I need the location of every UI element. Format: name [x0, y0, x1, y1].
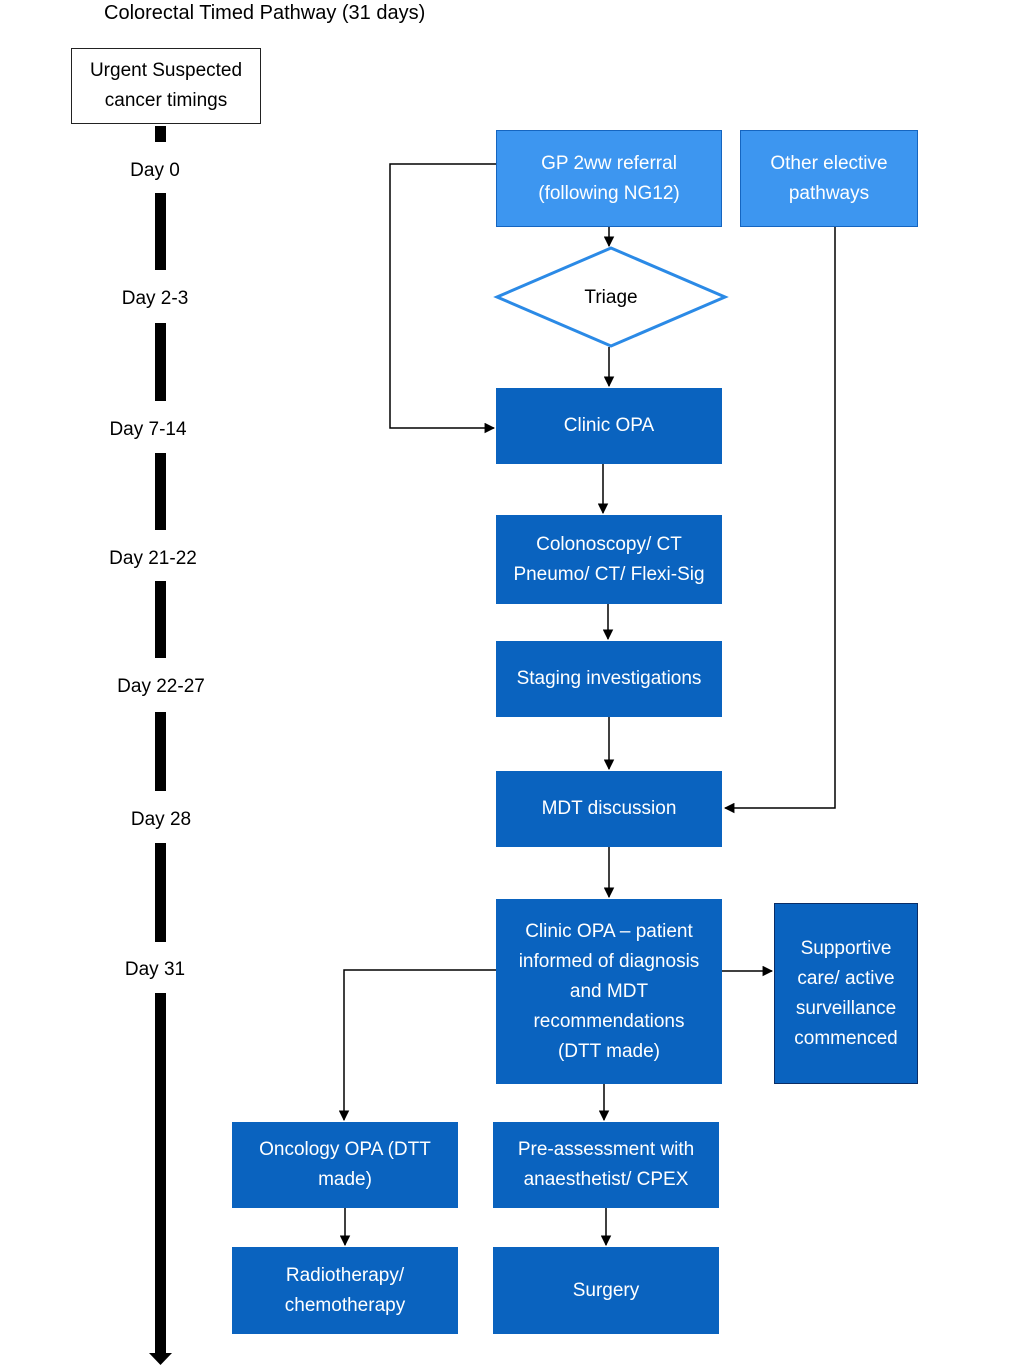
- staging-line: Staging investigations: [516, 668, 702, 689]
- timeline-bar-segment: [155, 712, 166, 791]
- day-label-31: Day 31: [124, 959, 186, 980]
- day-label-7-14: Day 7-14: [109, 419, 187, 440]
- day-label-22-27: Day 22-27: [117, 676, 205, 697]
- timeline-bar-segment: [155, 453, 166, 530]
- triage-label: Triage: [584, 287, 638, 308]
- supportive-care-line: Supportive: [800, 937, 892, 959]
- gp-referral-line: (following NG12): [538, 182, 680, 204]
- day-label-2-3: Day 2-3: [121, 288, 189, 309]
- timeline-bar-segment: [155, 323, 166, 401]
- diagnosis-line: (DTT made): [557, 1040, 661, 1062]
- surgery-box: Surgery: [493, 1247, 719, 1334]
- clinic-opa-diagnosis-box: Clinic OPA – patient informed of diagnos…: [496, 899, 722, 1084]
- pre-assessment-box: Pre-assessment with anaesthetist/ CPEX: [493, 1122, 719, 1208]
- mdt-discussion-line: MDT discussion: [541, 798, 677, 819]
- day-label-0: Day 0: [130, 160, 180, 181]
- diagnosis-line: Clinic OPA – patient: [525, 920, 693, 942]
- surgery-line: Surgery: [572, 1279, 640, 1301]
- diagram-title: Colorectal Timed Pathway (31 days): [104, 2, 426, 24]
- pre-assessment-line: anaesthetist/ CPEX: [523, 1169, 689, 1190]
- colonoscopy-line: Pneumo/ CT/ Flexi-Sig: [513, 563, 705, 585]
- legend-line-2: cancer timings: [104, 90, 228, 111]
- other-elective-line: Other elective: [770, 152, 888, 174]
- colonoscopy-line: Colonoscopy/ CT: [536, 533, 682, 555]
- oncology-opa-line: Oncology OPA (DTT: [259, 1139, 431, 1160]
- radiotherapy-box: Radiotherapy/ chemotherapy: [232, 1247, 458, 1334]
- timeline-arrow-icon: [149, 1353, 172, 1365]
- colonoscopy-box: Colonoscopy/ CT Pneumo/ CT/ Flexi-Sig: [496, 515, 722, 604]
- timeline-bar-segment: [155, 581, 166, 658]
- day-label-21-22: Day 21-22: [109, 548, 197, 569]
- gp-referral-line: GP 2ww referral: [541, 152, 677, 174]
- triage-diamond: [493, 246, 729, 348]
- mdt-discussion-box: MDT discussion: [496, 771, 722, 847]
- gp-referral-box: GP 2ww referral (following NG12): [496, 130, 722, 227]
- diagnosis-line: recommendations: [533, 1010, 685, 1032]
- oncology-opa-box: Oncology OPA (DTT made): [232, 1122, 458, 1208]
- supportive-care-line: commenced: [794, 1027, 898, 1049]
- legend-line-1: Urgent Suspected: [89, 60, 243, 81]
- clinic-opa-line: Clinic OPA: [563, 415, 655, 436]
- other-elective-line: pathways: [788, 182, 870, 204]
- timeline-bar-segment: [155, 126, 166, 142]
- radiotherapy-line: chemotherapy: [284, 1294, 406, 1316]
- diagnosis-line: and MDT: [569, 980, 649, 1002]
- timeline-bar-segment: [155, 193, 166, 270]
- timeline-bar-segment: [155, 993, 166, 1353]
- supportive-care-line: care/ active: [797, 967, 895, 989]
- day-label-28: Day 28: [130, 809, 192, 830]
- timing-legend-box: Urgent Suspected cancer timings: [71, 48, 261, 124]
- timeline-bar-segment: [155, 843, 166, 942]
- supportive-care-box: Supportive care/ active surveillance com…: [774, 903, 918, 1084]
- pre-assessment-line: Pre-assessment with: [517, 1139, 695, 1160]
- radiotherapy-line: Radiotherapy/: [285, 1264, 405, 1286]
- supportive-care-line: surveillance: [795, 997, 897, 1019]
- oncology-opa-line: made): [318, 1169, 372, 1190]
- staging-box: Staging investigations: [496, 641, 722, 717]
- other-elective-box: Other elective pathways: [740, 130, 918, 227]
- diagnosis-line: informed of diagnosis: [518, 950, 700, 972]
- clinic-opa-box: Clinic OPA: [496, 388, 722, 464]
